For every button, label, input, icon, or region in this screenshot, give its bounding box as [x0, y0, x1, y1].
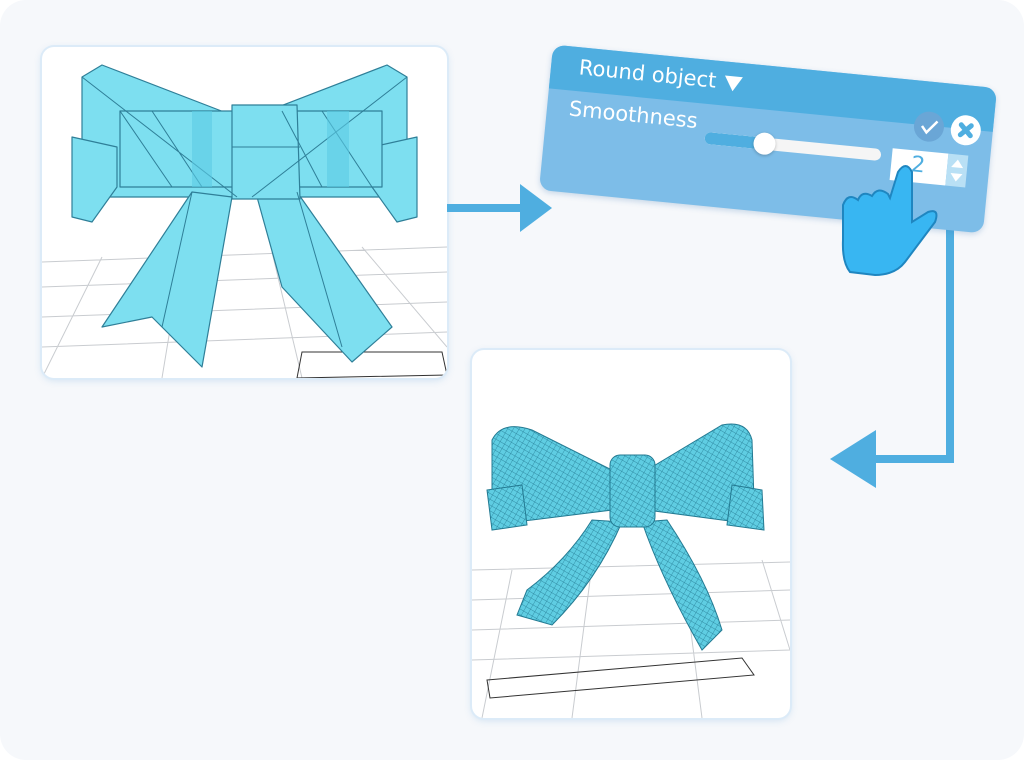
smoothness-slider[interactable] [704, 131, 882, 162]
panel-title: Round object [577, 55, 718, 93]
round-object-panel: Round object Smoothness 2 [538, 44, 998, 234]
close-icon [957, 122, 974, 139]
faceted-bow-image [42, 64, 447, 378]
check-icon [920, 120, 939, 135]
smoothed-bow-image [472, 423, 790, 718]
smoothness-value: 2 [909, 152, 927, 179]
round-object-dropdown[interactable]: Round object [578, 55, 743, 95]
confirm-button[interactable] [912, 110, 946, 144]
after-model-card [472, 350, 790, 718]
arrow-down-left-icon [830, 225, 954, 488]
stepper-up-icon[interactable] [951, 159, 964, 169]
smoothness-stepper[interactable] [945, 153, 969, 188]
arrow-right-icon [447, 184, 552, 232]
cancel-button[interactable] [949, 113, 983, 147]
smoothness-input[interactable]: 2 [889, 148, 949, 186]
before-model-card [42, 47, 447, 378]
stepper-down-icon[interactable] [949, 172, 963, 183]
smoothness-label: Smoothness [567, 96, 699, 133]
caret-down-icon [723, 74, 743, 92]
slider-thumb[interactable] [752, 131, 777, 156]
